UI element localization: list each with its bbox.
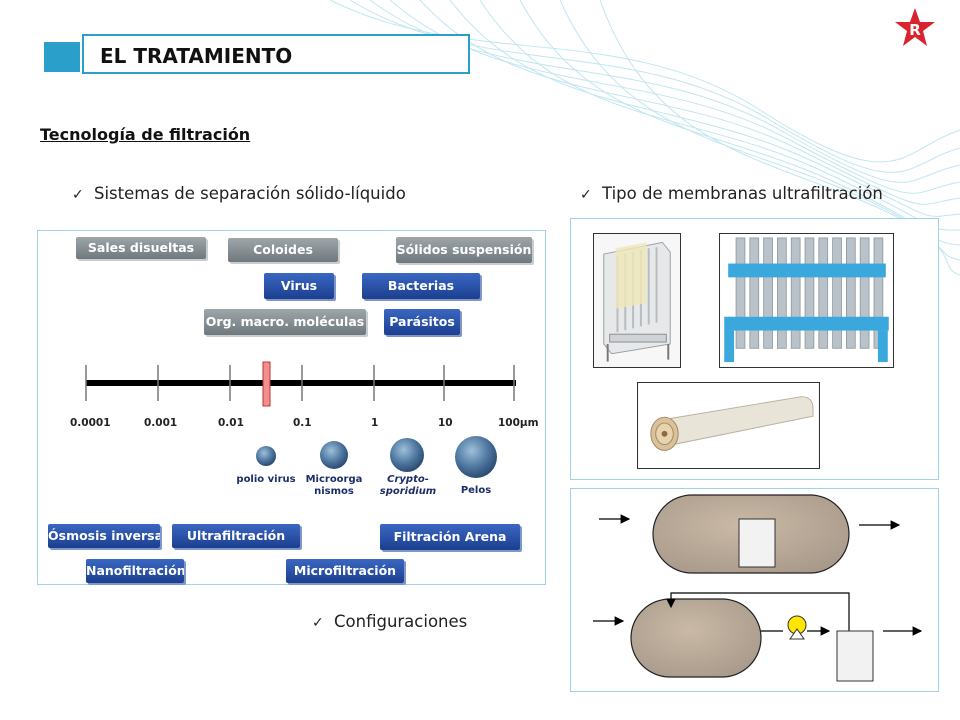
recirculation-line <box>666 592 850 631</box>
tick-label: 100μm <box>498 417 539 429</box>
check-icon: ✓ <box>312 615 324 631</box>
particle-label-pelos: Pelos <box>460 485 492 496</box>
bullet-configurations: ✓ Configuraciones <box>312 612 467 631</box>
membrane-rack-image <box>719 233 894 368</box>
membrane-types-panel <box>570 218 939 480</box>
pill-nanofiltracion: Nanofiltración <box>86 559 184 583</box>
configuration-diagram <box>593 494 923 682</box>
tank-external <box>630 598 762 678</box>
check-icon: ✓ <box>580 187 592 203</box>
size-scale <box>85 361 516 407</box>
bullet-separation-systems: ✓ Sistemas de separación sólido-líquido <box>72 184 406 203</box>
title-box <box>82 34 470 74</box>
pill-ultrafiltracion: Ultrafiltración <box>172 524 300 548</box>
hollow-fiber-module-image <box>593 233 681 368</box>
bullet-membrane-text: Tipo de membranas ultrafiltración <box>602 184 883 203</box>
tick-label: 1 <box>371 417 379 429</box>
page-title: EL TRATAMIENTO <box>100 44 293 68</box>
filtration-spectrum-panel: Sales disueltas Coloides Sólidos suspens… <box>37 230 546 585</box>
pill-bacterias: Bacterias <box>362 273 480 299</box>
star-logo-icon: R <box>895 8 935 46</box>
pill-sales-disueltas: Sales disueltas <box>76 237 206 259</box>
particle-label-polio: polio virus <box>236 474 296 485</box>
tick-label: 10 <box>438 417 453 429</box>
hair-particle <box>455 436 497 478</box>
pill-coloides: Coloides <box>228 238 338 262</box>
pill-org-macro-moleculas: Org. macro. moléculas <box>204 309 366 335</box>
microorganism-particle <box>320 441 348 469</box>
section-subtitle: Tecnología de filtración <box>40 125 251 144</box>
bullet-configurations-text: Configuraciones <box>334 612 468 631</box>
title-accent-block <box>44 42 80 72</box>
logo-letter: R <box>909 21 921 39</box>
scale-marker <box>262 361 271 407</box>
tick-label: 0.01 <box>218 417 244 429</box>
tick-label: 0.001 <box>144 417 178 429</box>
pill-osmosis-inversa: Ósmosis inversa <box>48 524 160 548</box>
tick-label: 0.1 <box>293 417 312 429</box>
pill-virus: Virus <box>264 273 334 299</box>
polio-virus-particle <box>256 446 276 466</box>
membrane-module-external <box>836 630 874 682</box>
particle-illustrations <box>256 436 497 478</box>
pill-parasitos: Parásitos <box>384 309 460 335</box>
pill-solidos-suspension: Sólidos suspensión <box>396 237 532 263</box>
cryptosporidium-particle <box>390 438 424 472</box>
scale-ticks <box>85 365 515 401</box>
pill-filtracion-arena: Filtración Arena <box>380 524 520 550</box>
spiral-wound-membrane-image <box>637 382 820 469</box>
pill-microfiltracion: Microfiltración <box>286 559 404 583</box>
bullet-separation-text: Sistemas de separación sólido-líquido <box>94 184 406 203</box>
check-icon: ✓ <box>72 187 84 203</box>
particle-label-crypto: Crypto-sporidium <box>379 474 437 497</box>
membrane-module-submerged <box>738 518 776 568</box>
tick-label: 0.0001 <box>70 417 111 429</box>
configurations-panel <box>570 488 939 692</box>
bullet-membrane-types: ✓ Tipo de membranas ultrafiltración <box>580 184 883 203</box>
pump-base-icon <box>789 628 805 640</box>
